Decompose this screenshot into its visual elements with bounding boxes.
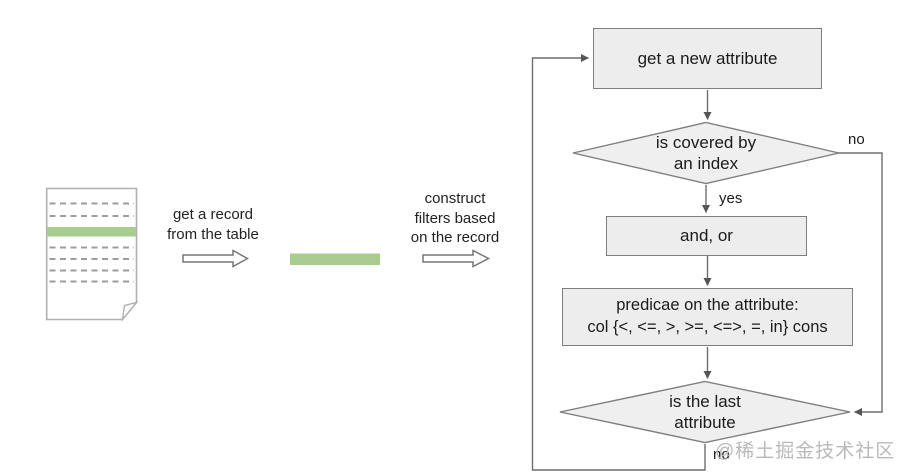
- no-branch-label-right: no: [848, 131, 865, 148]
- block-arrow-construct-filters: [422, 249, 491, 268]
- no-branch-label-bottom: no: [713, 446, 730, 463]
- connector-covered-no-to-last: [839, 152, 883, 416]
- and-or-label: and, or: [680, 225, 733, 245]
- predicate-box: predicae on the attribute: col {<, <=, >…: [562, 288, 853, 346]
- table-document-icon: [45, 187, 139, 322]
- get-record-label: get a record from the table: [167, 206, 259, 243]
- record-green-bar: [290, 253, 380, 265]
- predicate-line1: predicae on the attribute:: [616, 296, 799, 315]
- predicate-line2: col {<, <=, >, >=, <=>, =, in} cons: [587, 318, 828, 336]
- page-fold-corner: [121, 301, 139, 322]
- get-new-attribute-label: get a new attribute: [637, 48, 778, 68]
- document-page-shape: [45, 187, 138, 321]
- and-or-box: and, or: [606, 215, 807, 256]
- yes-branch-label: yes: [719, 190, 743, 207]
- block-arrow-get-record: [182, 249, 250, 268]
- juejin-watermark: @稀土掘金技术社区: [715, 441, 896, 462]
- selected-record-row: [47, 227, 136, 237]
- construct-filters-label: construct filters based on the record: [410, 190, 500, 246]
- last-attribute-diamond-shape: [559, 380, 851, 444]
- covered-by-index-diamond-shape: [572, 121, 840, 185]
- connector-last-no-loop-to-getattr: [531, 54, 706, 471]
- get-new-attribute-box: get a new attribute: [593, 28, 822, 89]
